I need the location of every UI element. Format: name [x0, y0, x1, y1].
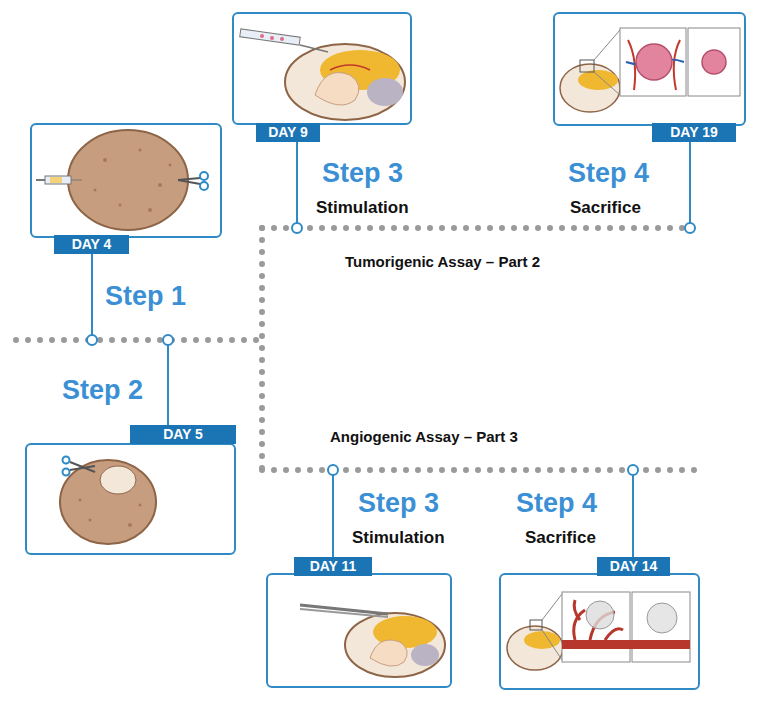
step-caption: Stimulation	[316, 198, 409, 218]
step-label: Step 3	[358, 488, 439, 519]
leader-line	[91, 240, 93, 335]
dotted-timeline	[262, 225, 690, 231]
step-marker	[685, 223, 695, 233]
illustration-panel: DAY 5	[25, 443, 236, 555]
step-marker	[163, 335, 173, 345]
day-tab: DAY 11	[294, 557, 372, 576]
step-caption: Angiogenic Assay – Part 3	[330, 428, 518, 445]
leader-line	[332, 475, 334, 558]
step-caption: Sacrifice	[570, 198, 641, 218]
day-tab: DAY 5	[130, 425, 236, 444]
step-marker	[328, 465, 338, 475]
day-tab: DAY 4	[54, 235, 129, 254]
step-label: Step 1	[105, 281, 186, 312]
illustration-panel: DAY 4	[30, 123, 222, 238]
dotted-timeline	[259, 228, 265, 470]
step-label: Step 2	[62, 375, 143, 406]
step-marker	[628, 465, 638, 475]
illustration-panel: DAY 9	[232, 12, 412, 125]
step-caption: Tumorigenic Assay – Part 2	[345, 253, 540, 270]
step-marker	[87, 335, 97, 345]
step-marker	[292, 223, 302, 233]
illustration-panel: DAY 11	[266, 573, 452, 688]
illustration-panel: DAY 19	[553, 12, 746, 126]
dotted-timeline	[16, 337, 262, 343]
leader-line	[167, 345, 169, 427]
illustration-panel: DAY 14	[499, 573, 700, 690]
step-label: Step 4	[568, 158, 649, 189]
leader-line	[632, 475, 634, 558]
day-tab: DAY 14	[597, 557, 670, 576]
step-label: Step 4	[516, 488, 597, 519]
step-caption: Stimulation	[352, 528, 445, 548]
day-tab: DAY 9	[256, 123, 320, 142]
step-caption: Sacrifice	[525, 528, 596, 548]
leader-line	[689, 141, 691, 223]
day-tab: DAY 19	[652, 123, 736, 142]
leader-line	[296, 141, 298, 223]
step-label: Step 3	[322, 158, 403, 189]
